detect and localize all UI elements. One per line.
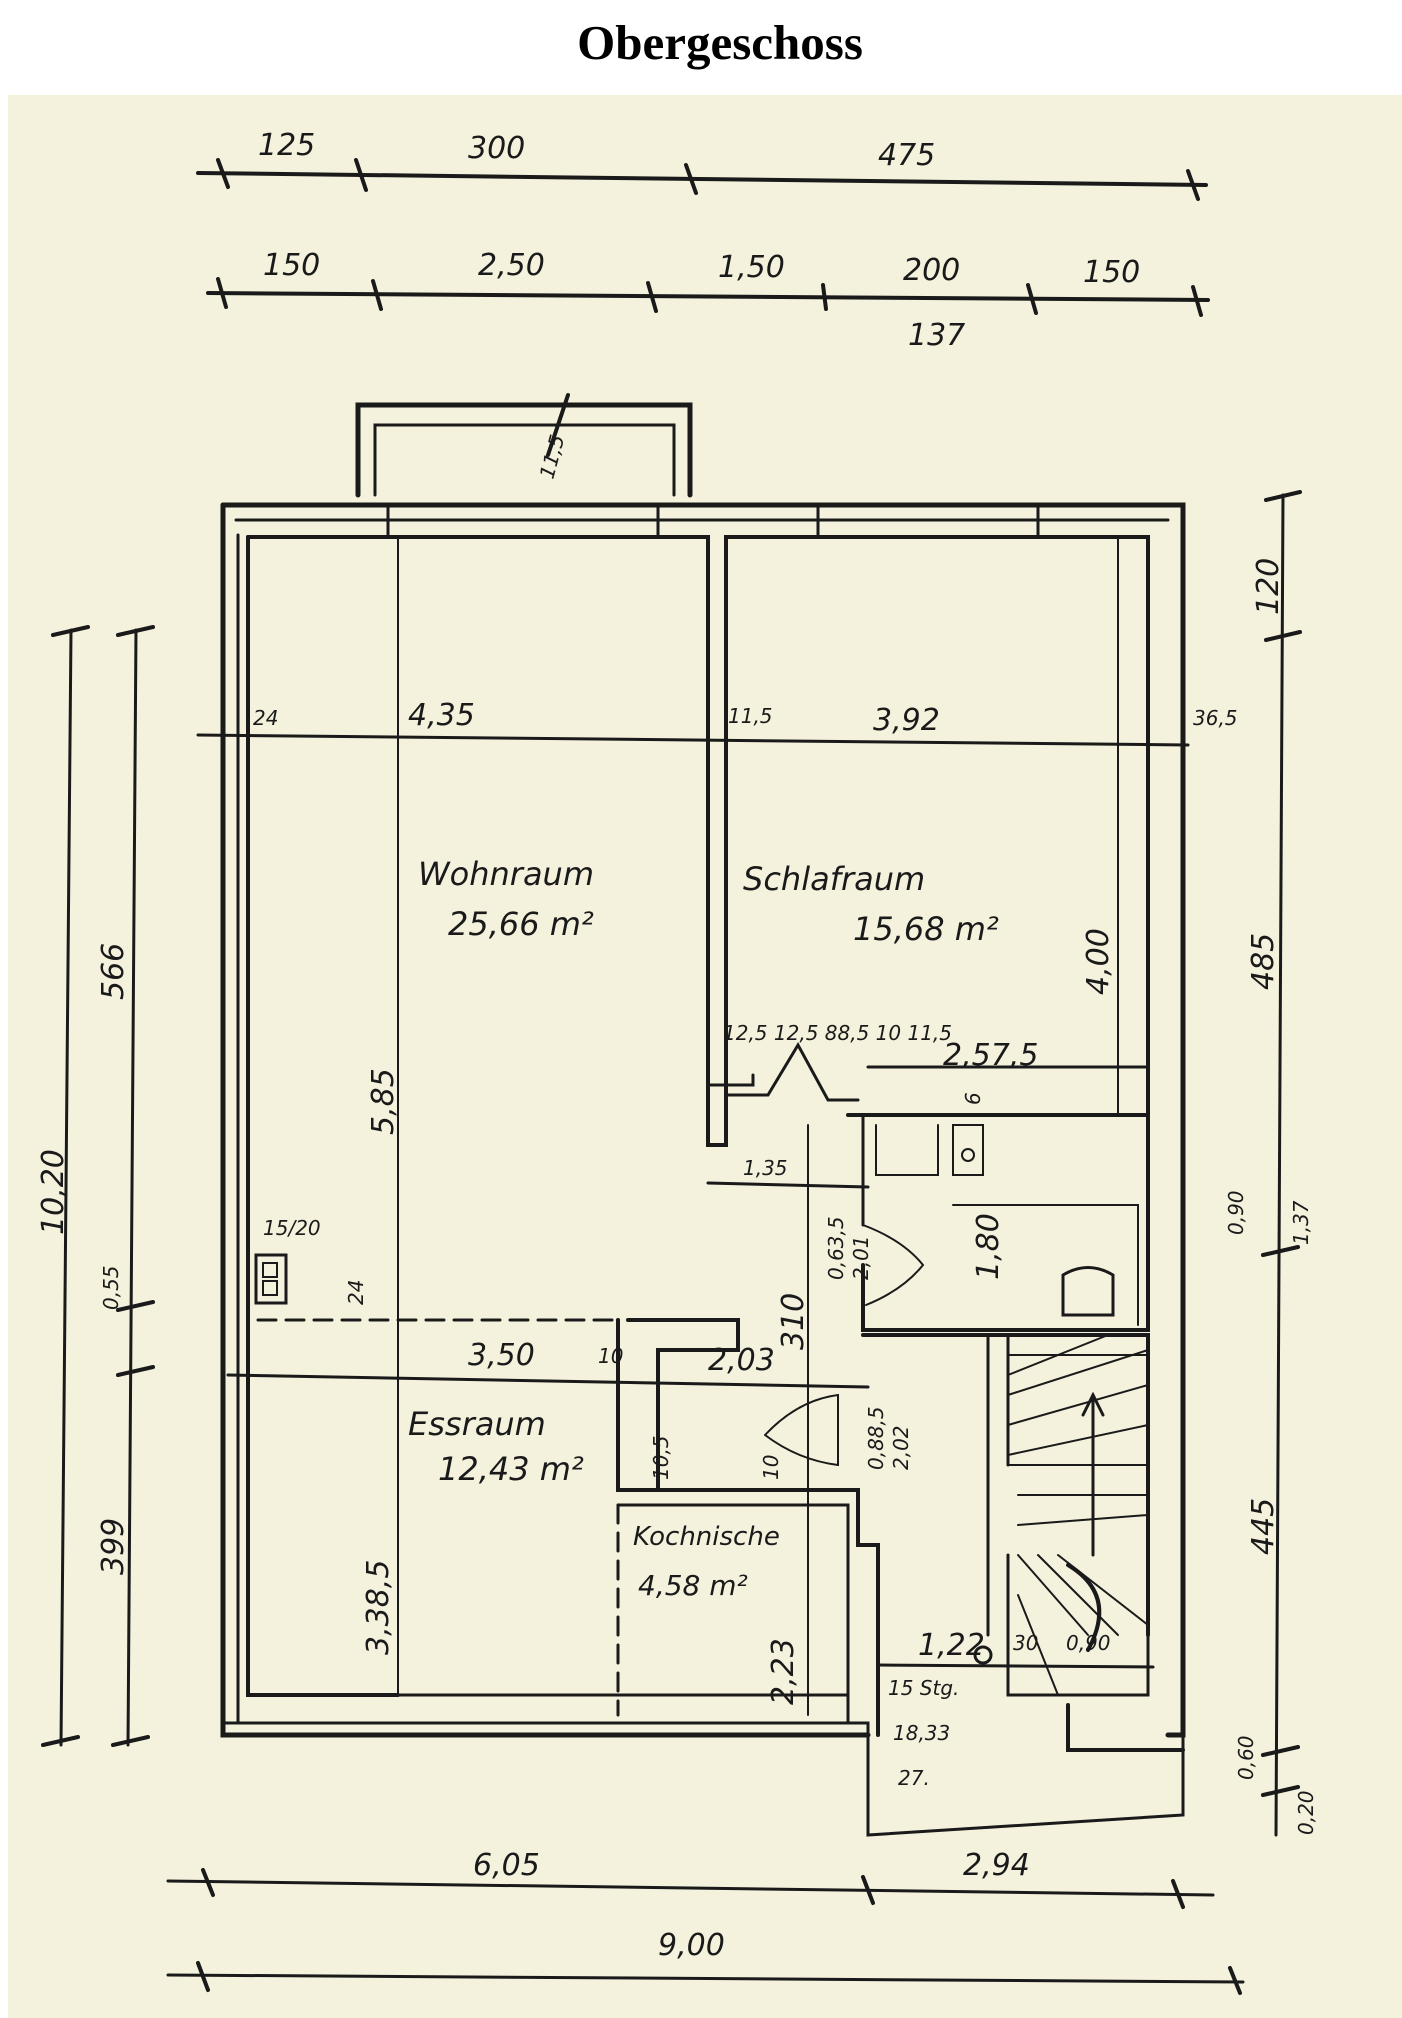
stair-steps: 15 Stg. <box>888 1676 959 1700</box>
dim-right-137: 1,37 <box>1289 1200 1313 1245</box>
dim-wall-105: 10,5 <box>649 1435 673 1480</box>
dim-line-top-1 <box>196 171 1208 187</box>
floor-plan-sheet: 125 300 475 150 2,50 1,50 200 150 137 11… <box>8 95 1402 2018</box>
room-area-essraum: 12,43 m² <box>438 1450 584 1488</box>
dim-wall-10b: 10 <box>759 1455 783 1480</box>
dim-ess-3385: 3,38,5 <box>361 1560 396 1655</box>
dim-bottom-294: 2,94 <box>963 1848 1030 1883</box>
dim-wohn-585: 5,85 <box>366 1068 401 1135</box>
dim-door-0885: 0,88,5 <box>864 1406 888 1470</box>
dim-top-150a: 150 <box>263 248 320 283</box>
dim-wohn-435: 4,35 <box>408 698 475 733</box>
dim-top-250: 2,50 <box>478 248 545 283</box>
stair-rise: 18,33 <box>893 1721 950 1745</box>
dim-wall-365: 36,5 <box>1193 706 1238 730</box>
room-area-schlafraum: 15,68 m² <box>853 910 999 948</box>
dim-right-485: 485 <box>1246 933 1281 990</box>
dim-koch-203: 2,03 <box>708 1343 775 1378</box>
dim-right-445: 445 <box>1246 1498 1281 1555</box>
dim-left-399: 399 <box>96 1518 131 1575</box>
dim-right-120: 120 <box>1251 558 1286 615</box>
dim-stair-090: 0,90 <box>1066 1631 1111 1655</box>
dim-left-055: 0,55 <box>99 1265 123 1310</box>
dim-left-1020: 10,20 <box>36 1149 71 1235</box>
dim-bottom-605: 6,05 <box>473 1848 540 1883</box>
room-area-wohnraum: 25,66 m² <box>448 905 594 943</box>
dim-wall-24: 24 <box>253 706 278 730</box>
dim-top-475: 475 <box>878 138 935 173</box>
dim-right-060: 0,60 <box>1234 1735 1258 1780</box>
dim-left-566: 566 <box>96 943 131 1000</box>
dim-ess-350: 3,50 <box>468 1338 535 1373</box>
dim-top-137: 137 <box>908 318 965 353</box>
chimney-icon <box>254 1253 288 1305</box>
dim-stair-30: 30 <box>1013 1631 1038 1655</box>
room-name-schlafraum: Schlafraum <box>743 860 925 898</box>
room-name-kochnische: Kochnische <box>633 1522 780 1552</box>
dim-stair-122: 1,22 <box>918 1628 985 1663</box>
dim-door-202: 2,02 <box>889 1425 913 1470</box>
dim-right-020: 0,20 <box>1294 1790 1318 1835</box>
dim-wall-24b: 24 <box>344 1280 368 1305</box>
dim-line-top-2 <box>206 291 1210 302</box>
dim-hall-310: 310 <box>776 1293 811 1350</box>
dim-koch-223: 2,23 <box>766 1638 801 1705</box>
dim-door-row: 12,5 12,5 88,5 10 11,5 <box>723 1021 952 1045</box>
dim-right-090: 0,90 <box>1224 1190 1248 1235</box>
stair-run: 27. <box>898 1766 930 1790</box>
floor-plan-drawing: 125 300 475 150 2,50 1,50 200 150 137 11… <box>36 128 1318 1995</box>
dim-wall-115: 11,5 <box>728 704 773 728</box>
page-title: Obergeschoss <box>577 15 863 70</box>
dim-top-300: 300 <box>468 131 525 166</box>
dim-schlaf-392: 3,92 <box>873 703 940 738</box>
room-name-essraum: Essraum <box>408 1405 546 1443</box>
dim-bath-180: 1,80 <box>971 1213 1006 1280</box>
dim-door-0635: 0,63,5 <box>824 1216 848 1280</box>
dim-chimney: 15/20 <box>263 1216 321 1240</box>
dim-bottom-900: 9,00 <box>658 1928 725 1963</box>
dim-hall-135: 1,35 <box>743 1156 788 1180</box>
room-area-kochnische: 4,58 m² <box>638 1569 748 1602</box>
dim-top-125: 125 <box>258 128 315 163</box>
dim-door-201: 2,01 <box>849 1235 873 1280</box>
dim-top-200: 200 <box>903 253 960 288</box>
dim-schlaf-400: 4,00 <box>1081 928 1116 995</box>
dim-top-150c: 150 <box>1083 255 1140 290</box>
dim-balcony: 11,5 <box>535 432 570 481</box>
dim-top-150b: 1,50 <box>718 250 785 285</box>
dim-wall-6: 6 <box>961 1092 985 1105</box>
room-name-wohnraum: Wohnraum <box>418 855 594 893</box>
dim-wall-10: 10 <box>598 1344 623 1368</box>
dim-schlaf-2575: 2,57,5 <box>943 1038 1038 1073</box>
